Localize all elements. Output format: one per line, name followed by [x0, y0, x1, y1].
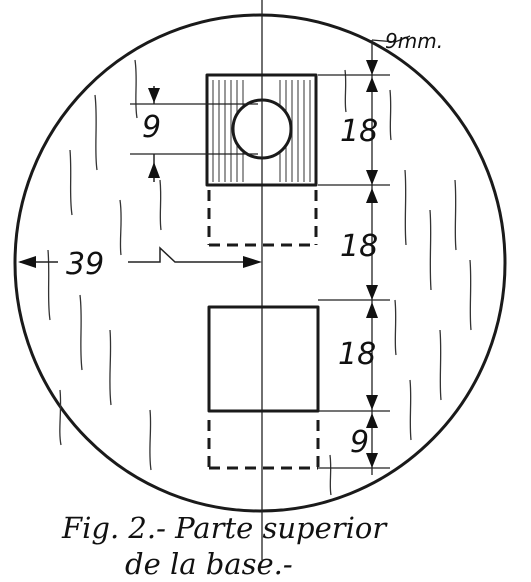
top-offset-leader	[371, 35, 411, 43]
hidden-outline-dashed	[207, 190, 320, 470]
edge-distance-dimension	[18, 246, 262, 268]
dimension-arrowheads	[366, 60, 378, 468]
segment-1-label: 18	[340, 114, 378, 149]
base-circle-outline	[13, 13, 507, 513]
segment-3-label: 18	[338, 337, 376, 372]
hole-offset-dimension	[130, 86, 258, 182]
lower-rectangle-block	[207, 305, 320, 413]
segment-2-label: 18	[340, 229, 378, 264]
hole-offset-label: 9	[142, 110, 161, 145]
figure-caption-line-2: de la base.-	[125, 547, 293, 581]
top-offset-label: 9mm.	[385, 29, 443, 53]
bottom-offset-label: 9	[350, 425, 369, 460]
top-square-block	[205, 73, 318, 187]
figure-caption-line-1: Fig. 2.- Parte superior	[61, 511, 388, 545]
wood-grain-hatching	[47, 59, 472, 496]
edge-distance-label: 39	[66, 247, 104, 282]
